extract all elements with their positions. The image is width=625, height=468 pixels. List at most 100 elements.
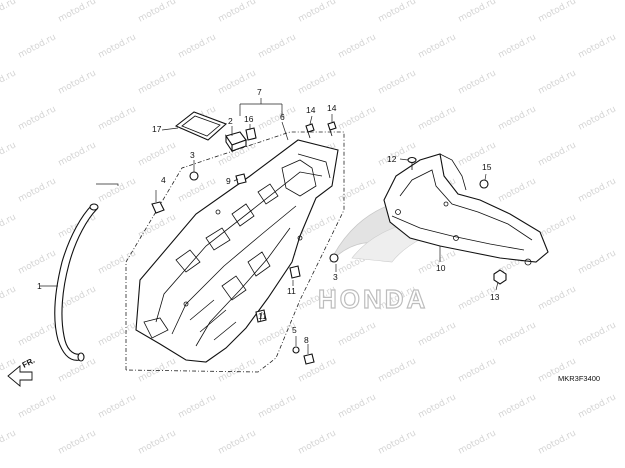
watermark-text: motod.ru [177,176,218,204]
part-4-nut [151,201,165,214]
fr-label: FR. [21,356,37,370]
watermark-text: motod.ru [497,176,538,204]
part-3-grommet [189,171,339,263]
watermark-text: motod.ru [57,0,98,25]
watermark-text: motod.ru [217,0,258,25]
watermark-text: motod.ru [577,32,618,60]
watermark-text: motod.ru [337,32,378,60]
watermark-text: motod.ru [297,428,338,456]
watermark-text: motod.ru [137,68,178,96]
watermark-text: motod.ru [0,140,18,168]
watermark-text: motod.ru [297,0,338,25]
watermark-text: motod.ru [577,176,618,204]
watermark-text: motod.ru [537,428,578,456]
part-13-bolt [493,269,507,285]
part-17-pad [174,111,228,141]
watermark-text: motod.ru [377,356,418,384]
watermark-text: motod.ru [377,68,418,96]
watermark-text: motod.ru [337,176,378,204]
watermark-text: motod.ru [217,68,258,96]
watermark-text: motod.ru [417,104,458,132]
callout-8: 8 [304,335,309,345]
watermark-text: motod.ru [0,68,18,96]
callout-2: 2 [228,116,233,126]
watermark-text: motod.ru [57,428,98,456]
part-10-cowl [383,153,549,266]
callout-10: 10 [436,263,446,273]
part-8-nut [303,353,315,365]
watermark-text: motod.ru [97,176,138,204]
watermark-text: motod.ru [457,0,498,25]
watermark-text: motod.ru [0,212,18,240]
part-2-block [225,131,247,153]
callout-4: 4 [161,175,166,185]
watermark-text: motod.ru [537,140,578,168]
watermark-text: motod.ru [97,392,138,420]
part-5-bolt [292,346,300,354]
part-9-clip [235,173,247,185]
callout-12: 12 [387,154,397,164]
watermark-text: motod.ru [457,68,498,96]
watermark-text: motod.ru [337,392,378,420]
watermark-text: motod.ru [0,428,18,456]
watermark-text: motod.ru [497,392,538,420]
watermark-text: motod.ru [17,104,58,132]
watermark-text: motod.ru [137,212,178,240]
watermark-text: motod.ru [377,428,418,456]
callout-3-upper: 3 [190,150,195,160]
watermark-text: motod.ru [417,32,458,60]
callout-16: 16 [244,114,254,124]
callout-1: 1 [37,281,42,291]
watermark-text: motod.ru [17,32,58,60]
watermark-text: motod.ru [457,428,498,456]
watermark-text: motod.ru [97,32,138,60]
watermark-text: motod.ru [457,356,498,384]
assembly-outline [125,131,345,373]
callout-11-upper: 11 [287,286,296,296]
watermark-text: motod.ru [337,104,378,132]
watermark-text: motod.ru [417,320,458,348]
watermark-text: motod.ru [537,68,578,96]
watermark-text: motod.ru [17,392,58,420]
watermark-text: motod.ru [417,392,458,420]
watermark-text: motod.ru [137,0,178,25]
callout-14-left: 14 [306,105,316,115]
watermark-text: motod.ru [217,356,258,384]
watermark-text: motod.ru [537,212,578,240]
watermark-text: motod.ru [97,104,138,132]
callout-11-lower: 11 [258,311,267,321]
watermark-text: motod.ru [337,320,378,348]
watermark-text: motod.ru [257,32,298,60]
watermark-text: motod.ru [537,0,578,25]
watermark-text: motod.ru [0,0,18,25]
callout-7: 7 [257,87,262,97]
watermark-text: motod.ru [137,428,178,456]
callout-labels: 1 2 3 3 4 5 6 7 8 9 10 11 11 12 13 14 14… [37,87,500,345]
callout-3-lower: 3 [333,272,338,282]
part-16-clip [245,127,257,141]
diagram-code: MKR3F3400 [558,374,600,383]
watermark-text: motod.ru [17,320,58,348]
watermark-text: motod.ru [57,68,98,96]
watermark-text: motod.ru [297,68,338,96]
watermark-text: motod.ru [577,320,618,348]
watermark-text: motod.ru [577,392,618,420]
watermark-text: motod.ru [17,248,58,276]
watermark-text: motod.ru [0,284,18,312]
part-1-hose [54,203,99,362]
watermark-text: motod.ru [457,140,498,168]
watermark-text: motod.ru [497,320,538,348]
part-6-rear-fender [135,139,339,363]
callout-17: 17 [152,124,162,134]
watermark-text: motod.ru [497,104,538,132]
callout-15: 15 [482,162,492,172]
watermark-text: motod.ru [257,392,298,420]
honda-wordmark: HONDA [318,284,428,314]
part-14-bolt [305,121,337,139]
watermark-text: motod.ru [297,356,338,384]
watermark-text: motod.ru [257,104,298,132]
callout-6: 6 [280,112,285,122]
watermark-text: motod.ru [97,320,138,348]
